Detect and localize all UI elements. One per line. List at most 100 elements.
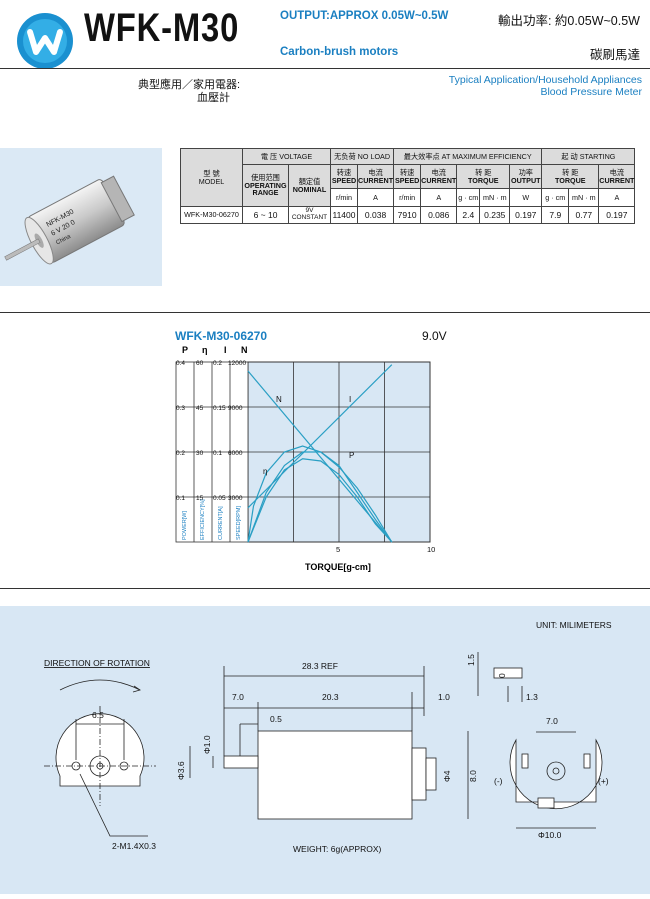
axis-tick-label: 0.1	[176, 495, 185, 502]
axis-tick-label: 30	[196, 450, 204, 457]
dim-1-3: 1.3	[526, 692, 538, 702]
unit-mnm: mN · m	[479, 188, 511, 207]
cell-model: WFK-M30-06270	[180, 206, 243, 224]
unit-a: A	[598, 188, 636, 207]
dimension-drawing: UNIT: MILIMETERS DIRECTION OF ROTATION 6…	[44, 620, 612, 854]
dim-phi1-0: Φ1.0	[202, 735, 212, 754]
dim-8-0: 8.0	[468, 770, 478, 782]
curve-label: η	[263, 467, 267, 476]
curve-label: P	[349, 451, 354, 460]
application-item-cn: 血壓計	[197, 92, 230, 104]
chart-curves	[247, 364, 393, 543]
dim-ref: 28.3 REF	[302, 661, 338, 671]
axis-tick-label: 0.2	[213, 360, 222, 367]
cell-st-torque-gcm: 7.9	[541, 206, 570, 224]
chart-title: WFK-M30-06270	[175, 329, 267, 343]
header-divider	[0, 68, 650, 69]
rear-bearing	[546, 761, 566, 781]
curve-label: I	[349, 395, 351, 404]
unit-label: UNIT: MILIMETERS	[536, 620, 612, 630]
performance-chart: WFK-M30-06270 9.0V P η I N 0.40.30.20.16…	[175, 329, 447, 572]
cell-nl-current: 0.038	[356, 206, 395, 224]
rotation-arrow	[59, 679, 141, 691]
axis-header-p: P	[182, 345, 188, 355]
axis-tick-label: 0.05	[213, 495, 226, 502]
unit-gcm: g · cm	[541, 188, 570, 207]
output-range-cn: 輸出功率: 約0.05W~0.5W	[497, 14, 640, 28]
application-item-en: Blood Pressure Meter	[540, 86, 642, 98]
dim-phi4: Φ4	[442, 770, 452, 782]
chart-voltage: 9.0V	[422, 329, 447, 343]
product-subtitle-cn: 碳刷馬達	[589, 48, 640, 62]
cell-nominal: 9V CONSTANT	[288, 206, 331, 224]
section-divider	[0, 312, 650, 313]
dim-7-0: 7.0	[232, 692, 244, 702]
dim-20-3: 20.3	[322, 692, 339, 702]
cell-st-torque-mnm: 0.77	[568, 206, 600, 224]
axis-title: CURRENT[A]	[218, 506, 224, 540]
motor-shaft-side	[223, 755, 259, 769]
dim-0-5: 0.5	[270, 714, 282, 724]
dim-0: 0	[497, 673, 507, 678]
positive-terminal-label: (+)	[598, 776, 609, 786]
series-curve	[247, 445, 393, 543]
model-title: WFK-M30	[84, 6, 240, 50]
dim-phi3-6: Φ3.6	[176, 761, 186, 780]
unit-w: W	[509, 188, 543, 207]
output-range-en: OUTPUT:APPROX 0.05W~0.5W	[280, 10, 449, 22]
rear-terminal-right	[583, 753, 591, 769]
unit-a: A	[420, 188, 458, 207]
application-label-en: Typical Application/Household Appliances	[448, 74, 642, 86]
axis-header-i: I	[224, 345, 227, 355]
axis-tick-label: 0.1	[213, 450, 222, 457]
product-subtitle-en: Carbon-brush motors	[280, 46, 399, 58]
chart-labels: N I Pη	[263, 395, 354, 476]
cell-me-output: 0.197	[509, 206, 543, 224]
axis-tick-label: 6000	[228, 450, 243, 457]
x-tick-label: 5	[336, 545, 340, 554]
terminal-top-view	[493, 667, 523, 679]
axis-header-eta: η	[202, 345, 208, 355]
unit-rpm: r/min	[330, 188, 358, 207]
chart-ticks: 0.40.30.20.1604530150.20.150.10.05120009…	[176, 360, 435, 554]
axis-title: SPEED[RPM]	[236, 506, 242, 540]
axis-title: EFFICIENCY[%]	[200, 499, 206, 540]
axis-tick-label: 45	[196, 405, 204, 412]
axis-title: POWER[W]	[182, 511, 188, 540]
cell-me-torque-gcm: 2.4	[456, 206, 481, 224]
dim-1-5: 1.5	[466, 654, 476, 666]
unit-rpm: r/min	[393, 188, 422, 207]
dim-1-0: 1.0	[438, 692, 450, 702]
cell-nl-speed: 11400	[330, 206, 358, 224]
rotation-label: DIRECTION OF ROTATION	[44, 658, 150, 668]
max-efficiency-header: 最大效率点 AT MAXIMUM EFFICIENCY	[393, 148, 543, 165]
rear-view-outline	[509, 738, 603, 810]
dimension-drawing-panel: UNIT: MILIMETERS DIRECTION OF ROTATION 6…	[0, 606, 650, 894]
unit-a: A	[356, 188, 395, 207]
cell-me-current: 0.086	[420, 206, 458, 224]
axis-tick-label: 0.4	[176, 360, 185, 367]
axis-tick-label: 9000	[228, 405, 243, 412]
curve-label: N	[276, 395, 282, 404]
series-curve	[247, 458, 393, 543]
x-tick-label: 10	[427, 545, 435, 554]
axis-tick-label: 0.15	[213, 405, 226, 412]
voltage-header: 電 压 VOLTAGE	[242, 148, 331, 165]
x-axis-label: TORQUE[g-cm]	[305, 562, 371, 572]
motor-endcap-side	[411, 747, 427, 801]
motor-photo-panel: NFK-M30 6 V 20 0 China	[0, 148, 162, 286]
unit-mnm: mN · m	[568, 188, 600, 207]
cell-me-speed: 7910	[393, 206, 422, 224]
dim-rear-7-0: 7.0	[546, 716, 558, 726]
section-divider	[0, 588, 650, 589]
cell-me-torque-mnm: 0.235	[479, 206, 511, 224]
